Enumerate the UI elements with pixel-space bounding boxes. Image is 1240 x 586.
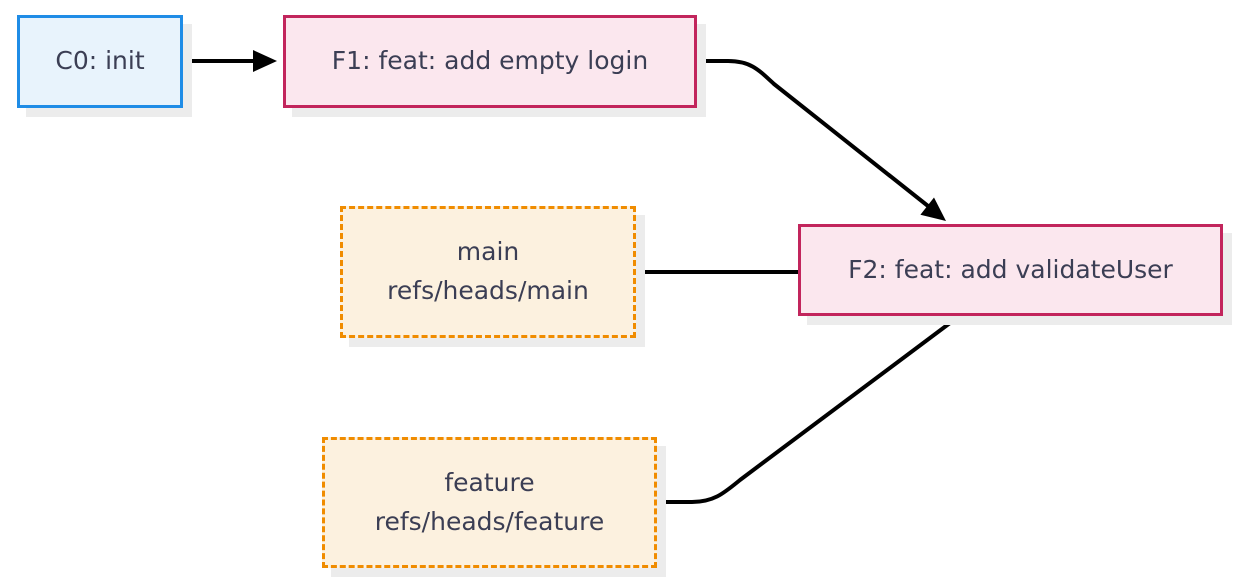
branch-feature-name: feature <box>444 467 535 497</box>
node-branch-main: main refs/heads/main <box>340 206 636 338</box>
node-commit-c0-label: C0: init <box>55 46 145 76</box>
node-commit-f2-label: F2: feat: add validateUser <box>848 254 1173 284</box>
branch-main-name: main <box>456 237 520 267</box>
branch-main-ref: refs/heads/main <box>387 276 589 305</box>
branch-feature-ref: refs/heads/feature <box>374 506 605 536</box>
edge-f1-f2 <box>697 59 930 208</box>
arrowhead-f1-f2-icon <box>920 197 946 221</box>
arrowhead-c0-f1-icon <box>253 50 277 72</box>
node-commit-f1-label: F1: feat: add empty login <box>331 46 649 76</box>
node-commit-f1: F1: feat: add empty login <box>283 15 697 108</box>
edge-feature-f2 <box>657 315 960 504</box>
node-commit-f2: F2: feat: add validateUser <box>798 224 1223 316</box>
node-commit-c0: C0: init <box>17 15 183 108</box>
node-branch-feature: feature refs/heads/feature <box>322 437 657 568</box>
